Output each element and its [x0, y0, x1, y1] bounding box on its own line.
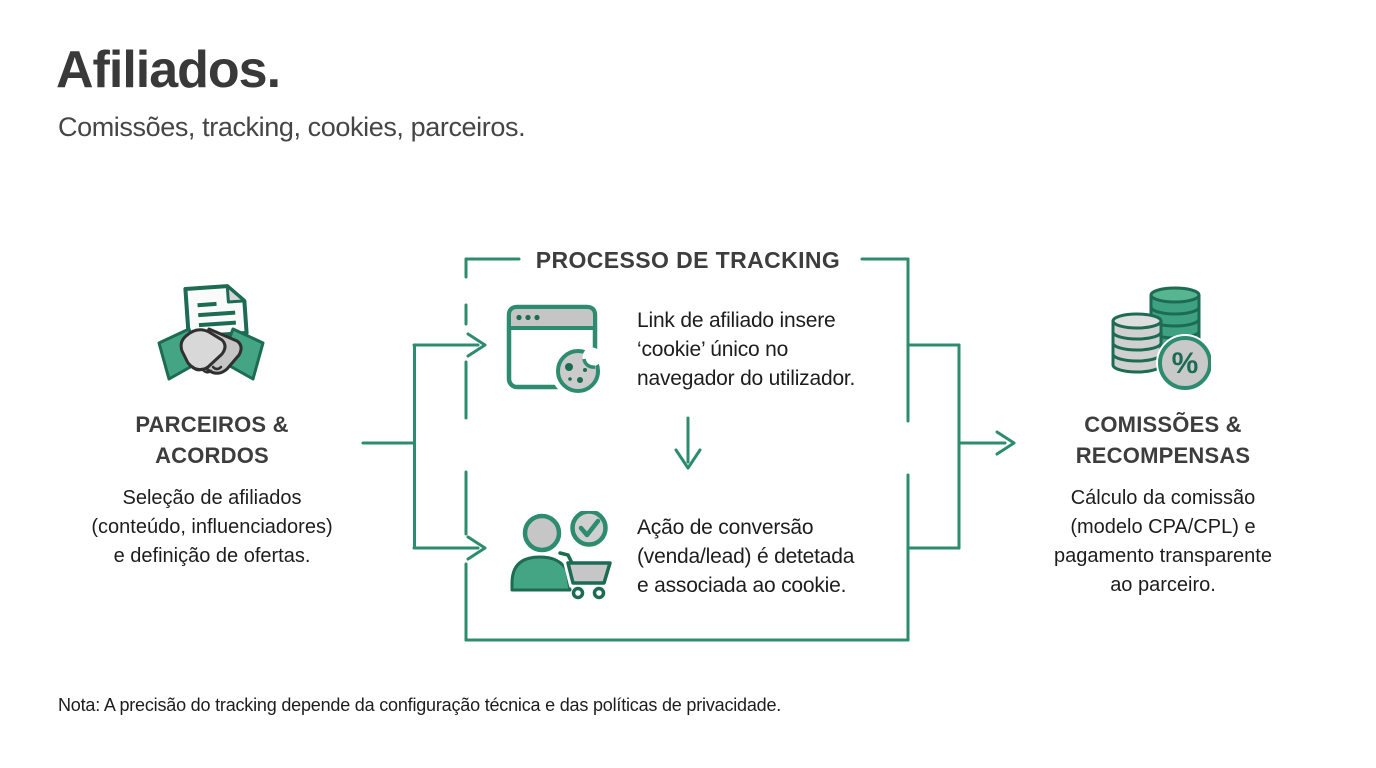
left-node-title-line1: PARCEIROS & [135, 412, 289, 437]
left-node-title-line2: ACORDOS [155, 443, 269, 468]
left-node-title: PARCEIROS & ACORDOS [62, 409, 362, 471]
coins-percent-icon: % [1111, 286, 1211, 392]
customer-head [522, 513, 562, 553]
arrow-to-right-node [957, 430, 1016, 456]
check-mark [578, 518, 601, 538]
arrow-into-step2 [412, 535, 487, 561]
check-circle [570, 511, 608, 547]
left-node-description: Seleção de afiliados (conteúdo, influenc… [91, 487, 333, 567]
shopping-cart [558, 548, 614, 600]
page-title: Afiliados. [56, 41, 281, 99]
customer-cart-check-icon [510, 511, 614, 600]
arrow-into-step1 [412, 332, 487, 358]
customer-body [510, 555, 572, 592]
step2-text: Ação de conversão (venda/lead) é detetad… [637, 516, 855, 597]
handshake-contract-icon [157, 284, 265, 381]
right-node-description: Cálculo da comissão (modelo CPA/CPL) e p… [1054, 487, 1272, 596]
percent-symbol: % [1172, 347, 1199, 380]
arrow-step1-to-step2 [674, 416, 702, 470]
process-box-title: PROCESSO DE TRACKING [535, 247, 841, 273]
right-node-title-line1: COMISSÕES & [1084, 412, 1242, 437]
footer-note: Nota: A precisão do tracking depende da … [58, 695, 782, 715]
right-node-title: COMISSÕES & RECOMPENSAS [1013, 409, 1313, 471]
right-node-title-line2: RECOMPENSAS [1075, 443, 1251, 468]
gray-coin-stack [1111, 312, 1163, 374]
browser-cookie-icon [506, 304, 605, 397]
percent-circle [1158, 336, 1211, 390]
page-subtitle: Comissões, tracking, cookies, parceiros. [58, 112, 526, 142]
step1-text: Link de afiliado insere ‘cookie’ único n… [637, 309, 856, 390]
